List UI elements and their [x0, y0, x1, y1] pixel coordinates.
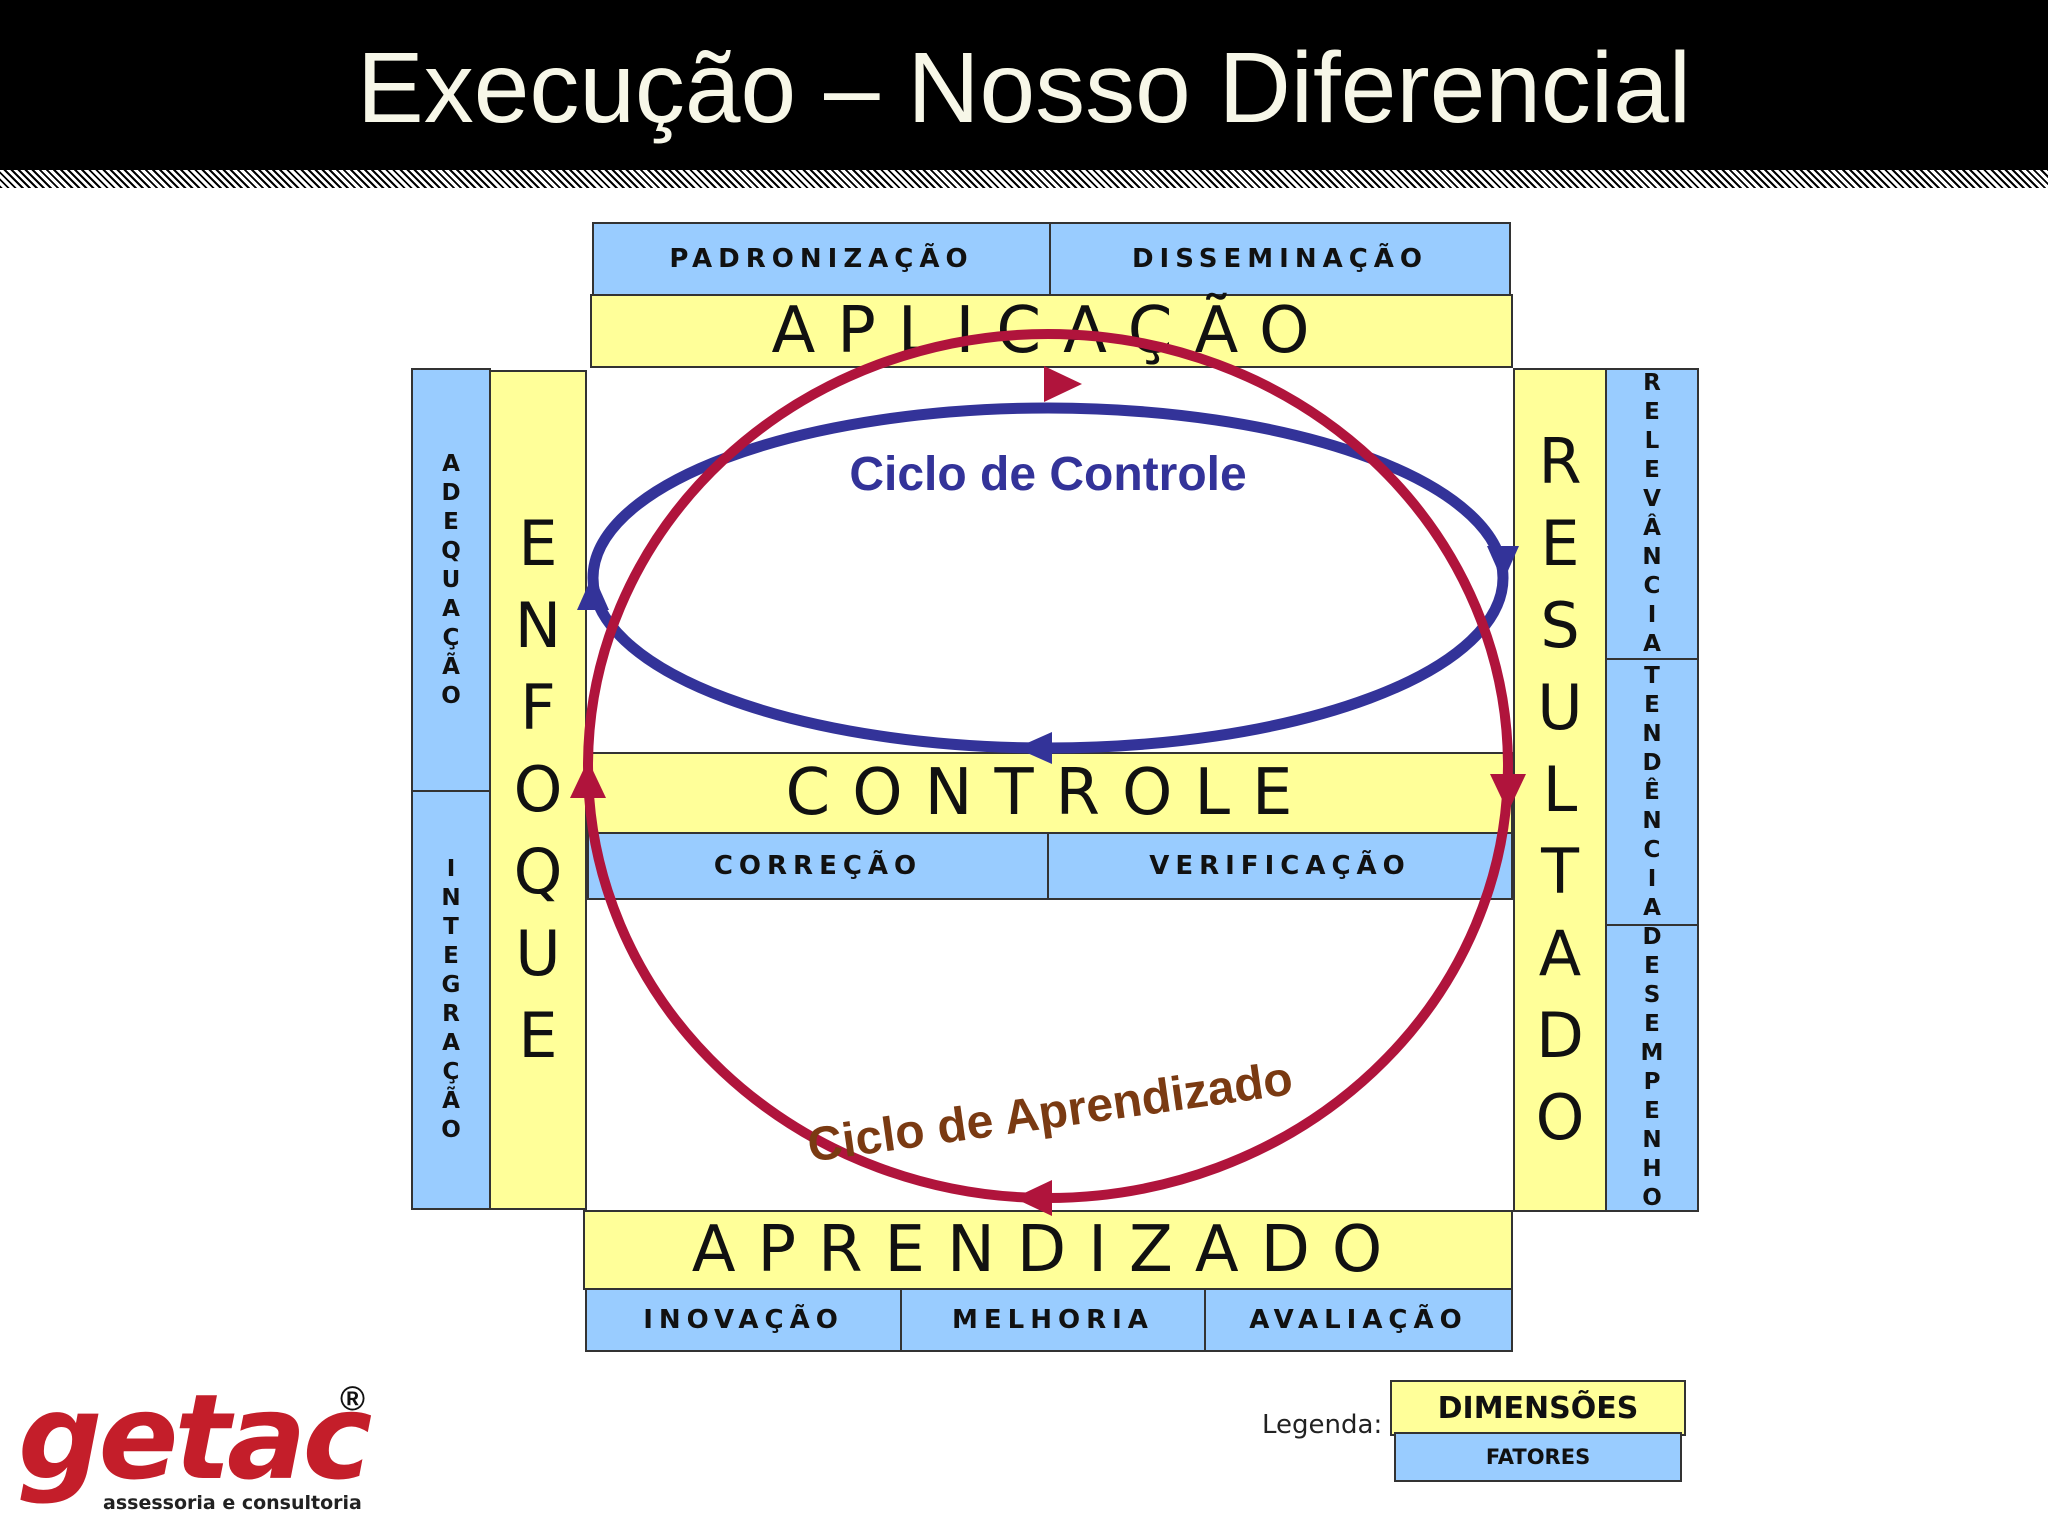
dimension-enfoque-text: E N F O Q U E	[513, 507, 563, 1072]
control-cycle-arrow-bottom	[1016, 732, 1052, 764]
legend-label: Legenda:	[1262, 1410, 1383, 1440]
factor-avaliacao: AVALIAÇÃO	[1204, 1288, 1513, 1352]
dimension-enfoque: E N F O Q U E	[489, 370, 587, 1210]
control-cycle-arrow-left	[577, 574, 609, 610]
dimension-resultado-text: R E S U L T A D O	[1535, 425, 1585, 1154]
factor-tendencia-text: T E N D Ê N C I A	[1642, 662, 1662, 921]
legend-dimension-swatch: DIMENSÕES	[1390, 1380, 1686, 1436]
learning-cycle-label: Ciclo de Aprendizado	[804, 1052, 1296, 1173]
learning-cycle-arrow-top	[1044, 366, 1082, 402]
learning-cycle-arrow-bottom	[1014, 1180, 1052, 1216]
factor-integracao-text: I N T E G R A Ç Ã O	[441, 856, 461, 1143]
logo-registered-mark: ®	[340, 1380, 366, 1418]
learning-cycle-arrow-right	[1490, 774, 1526, 812]
dimension-resultado: R E S U L T A D O	[1513, 368, 1607, 1212]
factor-correcao: CORREÇÃO	[587, 832, 1049, 900]
legend-factor-swatch: FATORES	[1394, 1432, 1682, 1482]
factor-relevancia: R E L E V Â N C I A	[1605, 368, 1699, 660]
header-bar: Execução – Nosso Diferencial	[0, 0, 2048, 170]
logo-tagline: assessoria e consultoria	[103, 1492, 362, 1514]
learning-cycle-arrow-left	[570, 760, 606, 798]
control-cycle: Ciclo de Controle	[577, 368, 1519, 764]
getac-logo: getac ® assessoria e consultoria	[18, 1378, 378, 1518]
control-cycle-arrow-right	[1487, 546, 1519, 582]
dimension-aplicacao: APLICAÇÃO	[590, 294, 1513, 368]
factor-tendencia: T E N D Ê N C I A	[1605, 658, 1699, 926]
factor-relevancia-text: R E L E V Â N C I A	[1642, 370, 1662, 657]
header-hatch-divider	[0, 170, 2048, 188]
factor-disseminacao: DISSEMINAÇÃO	[1049, 222, 1511, 296]
factor-integracao: I N T E G R A Ç Ã O	[411, 790, 491, 1210]
factor-desempenho: D E S E M P E N H O	[1605, 924, 1699, 1212]
logo-wordmark: getac	[18, 1368, 372, 1506]
factor-adequacao-text: A D E Q U A Ç Ã O	[441, 450, 461, 709]
factor-verificacao: VERIFICAÇÃO	[1047, 832, 1513, 900]
factor-adequacao: A D E Q U A Ç Ã O	[411, 368, 491, 792]
dimension-aprendizado: APRENDIZADO	[583, 1210, 1513, 1290]
factor-desempenho-text: D E S E M P E N H O	[1640, 924, 1664, 1211]
factor-melhoria: MELHORIA	[900, 1288, 1206, 1352]
control-cycle-label: Ciclo de Controle	[849, 448, 1246, 501]
page-title: Execução – Nosso Diferencial	[357, 32, 1691, 144]
dimension-controle: CONTROLE	[587, 752, 1513, 834]
